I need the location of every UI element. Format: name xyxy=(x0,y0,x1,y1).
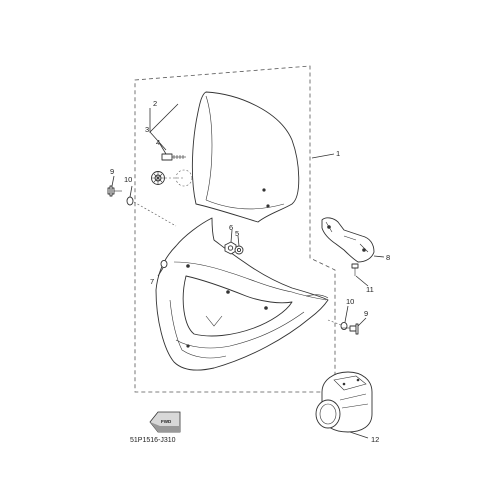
callout-9-left: 9 xyxy=(110,167,114,176)
bracket-8-hole-2 xyxy=(362,248,366,252)
cowling-notch xyxy=(205,315,223,327)
grommet-3 xyxy=(151,171,165,185)
bolt-path-left xyxy=(133,201,177,227)
cowling-hole-3 xyxy=(264,306,268,310)
leader-9-left xyxy=(111,175,115,187)
reference-code: 51P1516-J310 xyxy=(130,437,176,444)
screw-11 xyxy=(351,263,359,276)
cowling-lower-panel xyxy=(175,311,305,349)
windscreen-mount-dashed xyxy=(175,169,193,187)
callout-5: 5 xyxy=(235,229,239,238)
part-12-guard xyxy=(315,371,373,433)
windscreen-lower-line xyxy=(205,199,285,210)
bolt-9-left xyxy=(107,185,122,197)
leader-10-right xyxy=(344,305,349,323)
windscreen-hole-2 xyxy=(266,204,270,208)
bracket-8-hole xyxy=(327,225,331,229)
callout-10-left: 10 xyxy=(124,175,132,184)
callout-7: 7 xyxy=(150,277,154,286)
cowling-right-tab xyxy=(305,294,329,299)
callout-4: 4 xyxy=(156,138,160,147)
leader-9-right xyxy=(357,317,367,327)
windscreen-hole xyxy=(262,188,266,192)
callout-8: 8 xyxy=(386,253,390,262)
bracket-8 xyxy=(321,217,375,263)
screw-4 xyxy=(161,153,186,161)
leader-1 xyxy=(311,153,335,159)
cowling-hole-4 xyxy=(186,344,190,348)
callout-3: 3 xyxy=(145,125,149,134)
cowling-hole-2 xyxy=(226,290,230,294)
fwd-label: FWD xyxy=(161,419,172,424)
leader-10-left xyxy=(129,185,133,198)
callout-2: 2 xyxy=(153,99,157,108)
leader-12 xyxy=(349,431,369,439)
washer-5 xyxy=(234,245,244,255)
bolt-path-right xyxy=(327,319,342,326)
callout-11: 11 xyxy=(366,285,374,294)
leader-8 xyxy=(373,255,385,258)
leader-11 xyxy=(355,275,369,287)
nut-6 xyxy=(224,241,237,255)
washer-7 xyxy=(160,259,168,269)
cowling-upper-edge xyxy=(173,261,327,301)
leader-7 xyxy=(157,267,164,277)
leader-5 xyxy=(237,235,240,247)
leader-4 xyxy=(159,143,167,155)
callout-9-right: 9 xyxy=(364,309,368,318)
callout-10-right: 10 xyxy=(346,297,354,306)
leader-2 xyxy=(149,103,179,133)
windscreen-inner-line xyxy=(205,95,213,201)
washer-10-right xyxy=(340,321,348,331)
washer-10-left xyxy=(126,196,134,206)
windscreen xyxy=(191,91,300,223)
callout-6: 6 xyxy=(229,223,233,232)
fwd-arrow-icon: FWD xyxy=(149,411,181,433)
bolt-9-right xyxy=(342,323,359,335)
callout-12: 12 xyxy=(371,435,379,444)
leader-3 xyxy=(149,131,167,151)
leader-6 xyxy=(230,229,233,243)
assembly-boundary xyxy=(134,65,336,393)
callout-1: 1 xyxy=(336,149,340,158)
cowling-inner-edge xyxy=(169,299,227,359)
cowling-nose-recess xyxy=(182,275,293,337)
cowling-hole-1 xyxy=(186,264,190,268)
